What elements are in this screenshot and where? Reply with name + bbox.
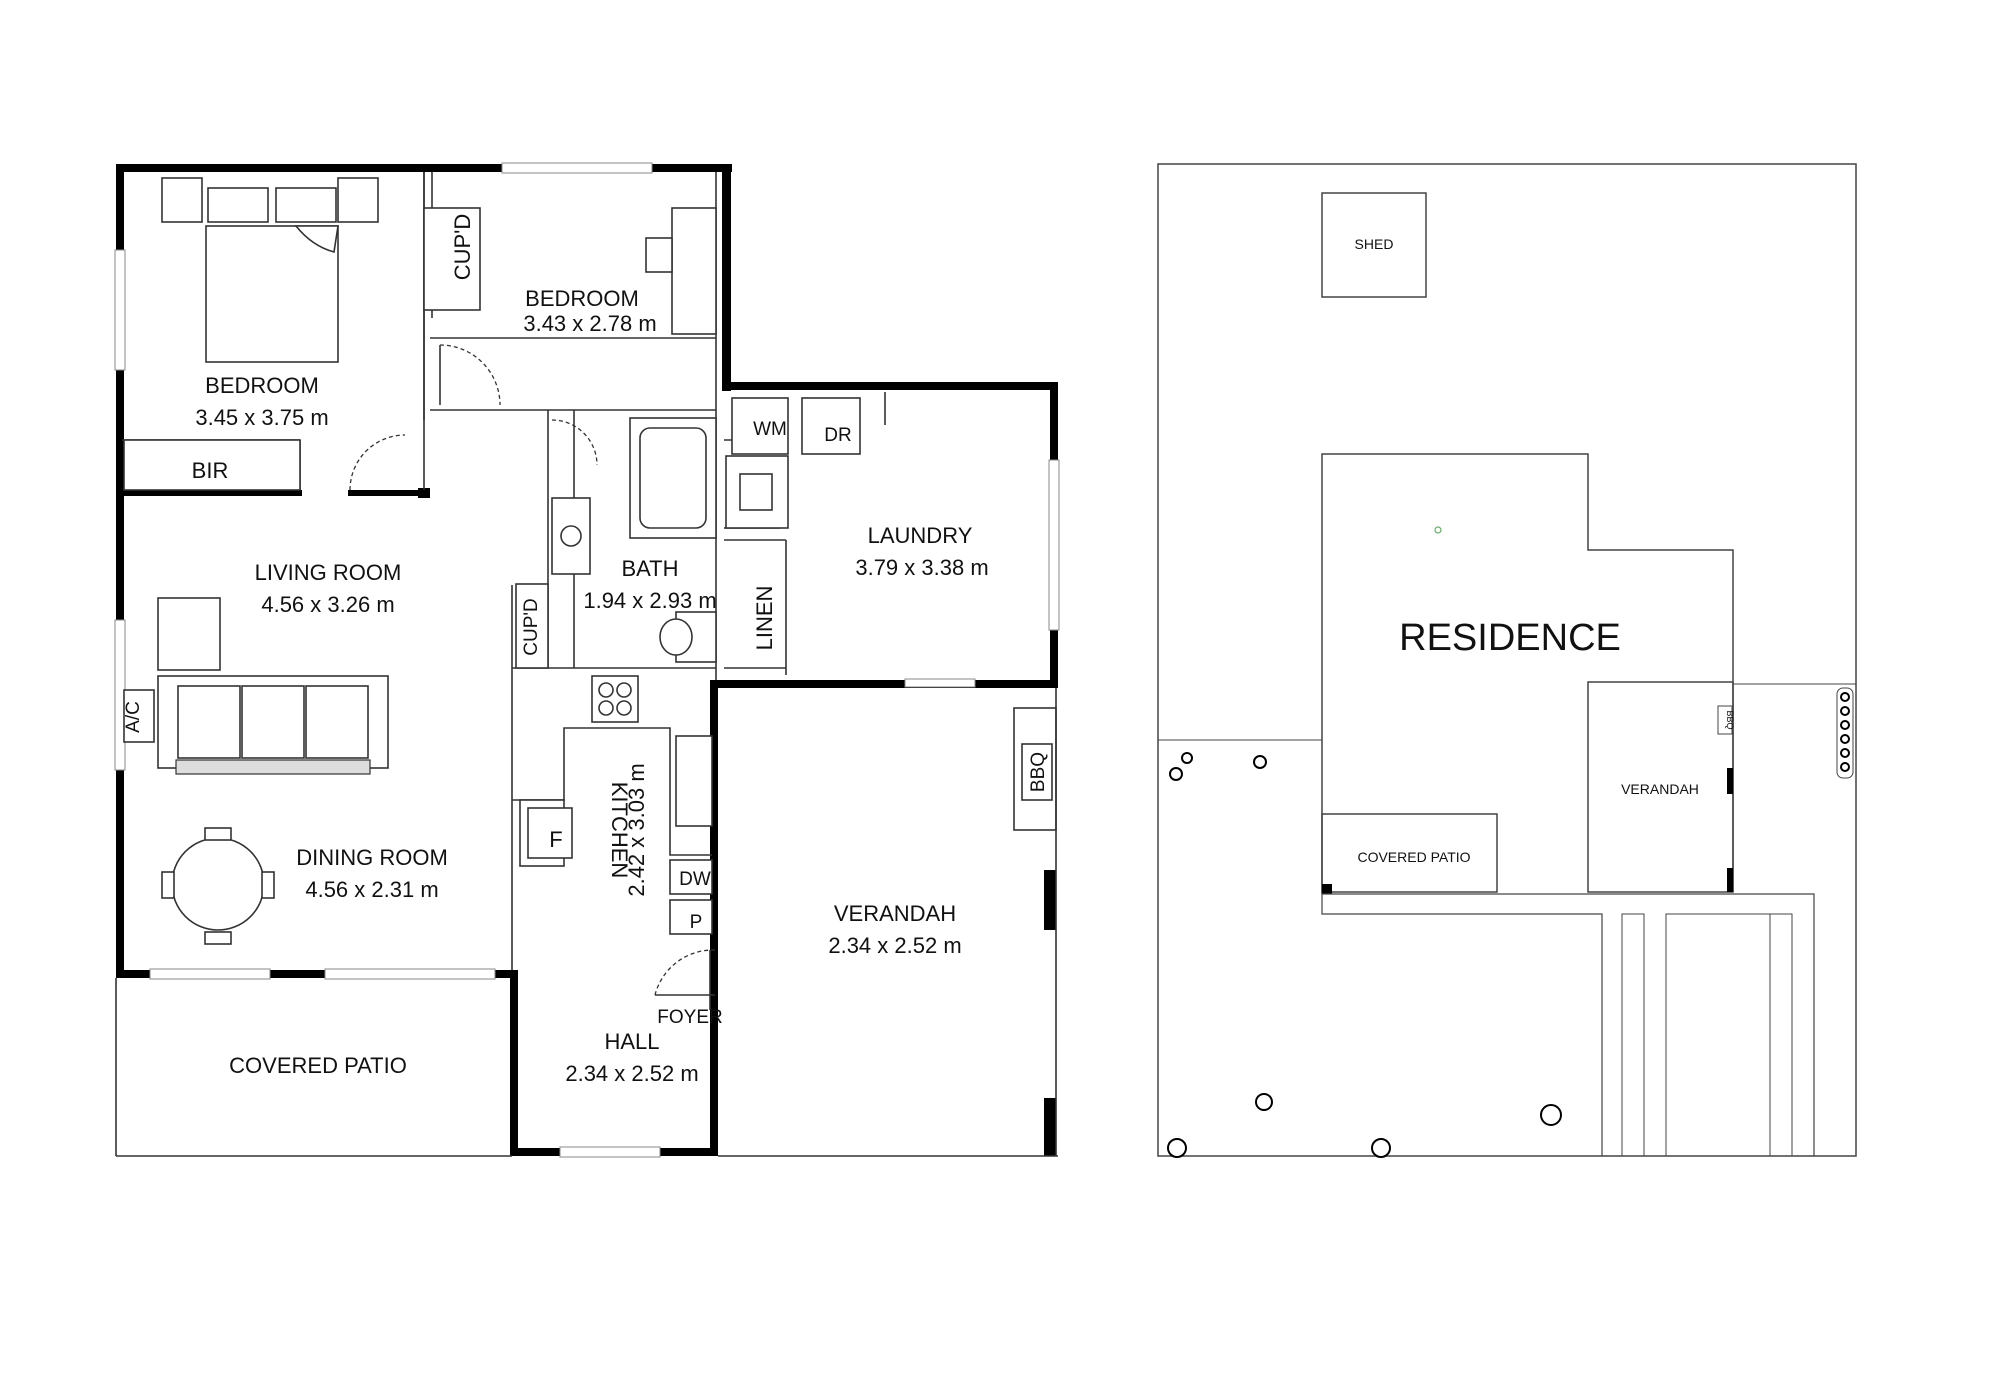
- laundry-name: LAUNDRY: [868, 523, 973, 548]
- doors: [349, 344, 716, 1010]
- plant-icon: [1255, 1093, 1273, 1111]
- floor-plan: BEDROOM 3.45 x 3.75 m BEDROOM 3.43 x 2.7…: [114, 162, 1060, 1158]
- bedroom-main-name: BEDROOM: [205, 373, 319, 398]
- covered-patio-outline: [115, 688, 1058, 1157]
- shed-label: SHED: [1355, 236, 1394, 252]
- bedroom-2-name: BEDROOM: [525, 286, 639, 311]
- site-plan: SHED RESIDENCE VERANDAH BBQ COVERED PATI…: [1157, 163, 1857, 1158]
- living-furniture: [123, 597, 389, 775]
- shed-outline: [1321, 192, 1427, 298]
- linen-label: LINEN: [752, 586, 777, 651]
- kitchen-fixtures: [512, 675, 713, 935]
- verandah-name: VERANDAH: [834, 901, 956, 926]
- plant-icon: [1167, 1138, 1187, 1158]
- bath-cupboard-label: CUP'D: [521, 598, 542, 655]
- garden-plants: [1167, 687, 1854, 1158]
- residence-label: RESIDENCE: [1399, 617, 1621, 659]
- bbq-label: BBQ: [1028, 752, 1049, 792]
- path-edge: [1321, 894, 1603, 1156]
- bir-label: BIR: [192, 458, 229, 483]
- plant-icon: [1540, 1104, 1562, 1126]
- dining-furniture: [161, 827, 275, 945]
- plant-icon: [1371, 1138, 1391, 1158]
- bedroom-2-furniture: [423, 207, 717, 335]
- hall-name: HALL: [604, 1029, 659, 1054]
- plant-icon: [1253, 755, 1267, 769]
- hall-dims: 2.34 x 2.52 m: [565, 1061, 698, 1086]
- bath-name: BATH: [621, 556, 678, 581]
- plant-icon: [1840, 706, 1850, 716]
- residence-outline: [1321, 453, 1734, 894]
- dishwasher-label: DW: [679, 869, 711, 890]
- marker-dot: [1434, 526, 1442, 534]
- living-room-name: LIVING ROOM: [255, 560, 402, 585]
- living-room-dims: 4.56 x 3.26 m: [261, 592, 394, 617]
- site-bbq-label: BBQ: [1725, 710, 1735, 729]
- laundry-fixtures: [725, 397, 861, 529]
- plant-icon: [1840, 748, 1850, 758]
- foyer-label: FOYER: [657, 1007, 722, 1028]
- plant-icon: [1840, 734, 1850, 744]
- verandah-dims: 2.34 x 2.52 m: [828, 933, 961, 958]
- dining-room-name: DINING ROOM: [296, 845, 448, 870]
- verandah-fixtures: [1013, 707, 1057, 831]
- floor-plan-labels: BEDROOM 3.45 x 3.75 m BEDROOM 3.43 x 2.7…: [123, 214, 1049, 1086]
- kitchen-name: KITCHEN: [607, 782, 632, 879]
- washing-machine-label: WM: [753, 419, 787, 440]
- driveway-strips: [1621, 913, 1793, 1157]
- pantry-label: P: [690, 912, 703, 933]
- plant-icon: [1181, 752, 1193, 764]
- kitchen-dims: 2.42 x 3.03 m: [624, 763, 649, 896]
- driveway-edge: [1322, 893, 1815, 1156]
- plant-icon: [1840, 720, 1850, 730]
- bedroom-main-dims: 3.45 x 3.75 m: [195, 405, 328, 430]
- bath-fixtures: [515, 417, 717, 669]
- covered-patio-name: COVERED PATIO: [229, 1053, 407, 1078]
- site-covered-patio-label: COVERED PATIO: [1357, 849, 1470, 865]
- laundry-dims: 3.79 x 3.38 m: [855, 555, 988, 580]
- fridge-label: F: [549, 827, 562, 852]
- bedroom-main-furniture: [123, 177, 379, 491]
- windows: [114, 162, 1060, 1158]
- plant-icon: [1840, 762, 1850, 772]
- bedroom-cupboard-label: CUP'D: [450, 214, 475, 281]
- bedroom-2-dims: 3.43 x 2.78 m: [523, 311, 656, 336]
- covered-patio-outline: [1321, 813, 1498, 893]
- plant-icon: [1169, 767, 1183, 781]
- plant-icon: [1840, 692, 1850, 702]
- site-bbq-box: [1717, 705, 1733, 735]
- bath-dims: 1.94 x 2.93 m: [583, 588, 716, 613]
- site-verandah-label: VERANDAH: [1621, 781, 1699, 797]
- dryer-label: DR: [824, 425, 851, 446]
- ac-label: A/C: [123, 701, 144, 733]
- dining-room-dims: 4.56 x 2.31 m: [305, 877, 438, 902]
- site-boundary: [1157, 163, 1857, 1157]
